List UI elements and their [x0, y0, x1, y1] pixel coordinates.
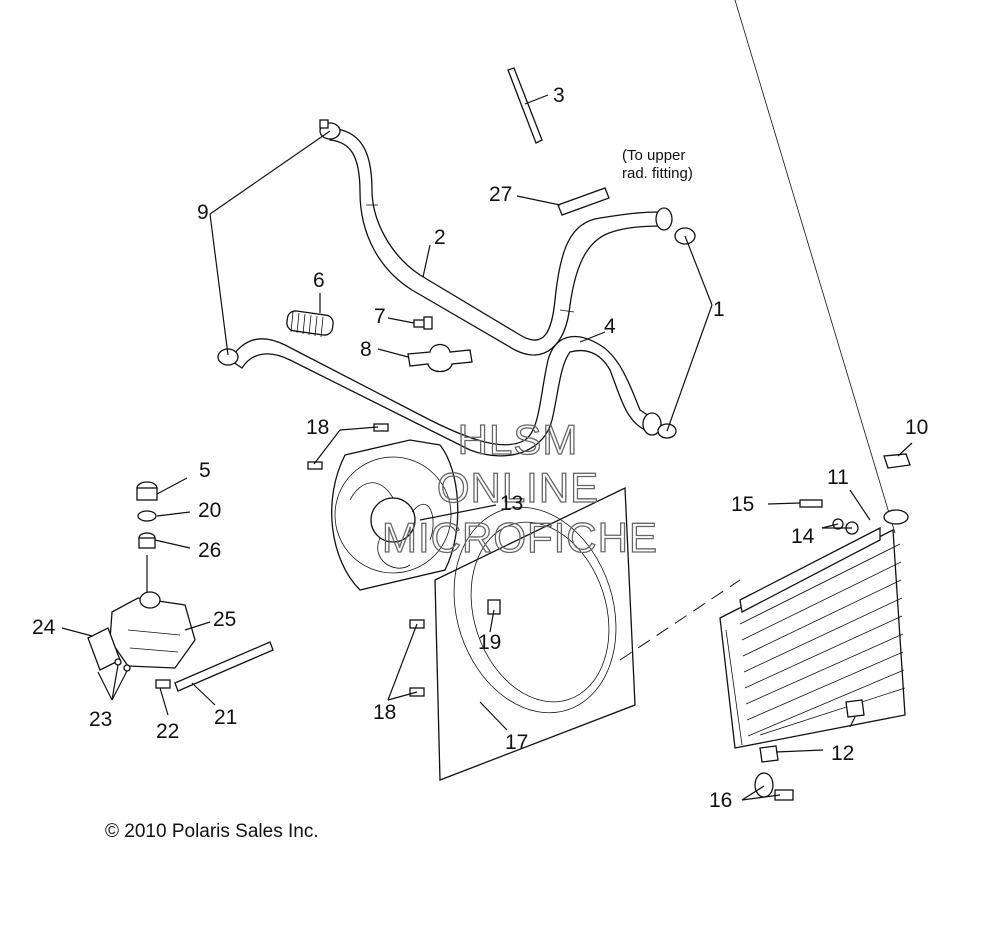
note-line-2: rad. fitting): [622, 165, 693, 182]
watermark-line-2: ONLINE: [437, 464, 599, 511]
reservoir-cap-5: [136, 481, 158, 501]
callout-7: 7: [374, 305, 386, 328]
callout-10: 10: [905, 416, 928, 439]
callout-4: 4: [604, 315, 616, 338]
callout-13: 13: [500, 492, 523, 515]
radiator-cap-10: [883, 453, 911, 469]
fitting-22: [155, 679, 171, 689]
filler-neck: [883, 509, 909, 525]
grommet-12: [759, 699, 865, 763]
copyright-text: © 2010 Polaris Sales Inc.: [105, 821, 319, 842]
fitting-14: [832, 518, 859, 535]
callout-16: 16: [709, 789, 732, 812]
callout-20: 20: [198, 499, 221, 522]
bracket-8: [407, 343, 473, 373]
callout-25: 25: [213, 608, 236, 631]
sleeve-6: [286, 310, 334, 338]
hose-end-upper-right: [655, 207, 696, 245]
callout-19: 19: [478, 631, 501, 654]
hose-4: [229, 336, 653, 457]
callout-2: 2: [434, 226, 446, 249]
hose-clamp-9-bottom: [217, 348, 239, 366]
callout-17: 17: [505, 731, 528, 754]
callout-3: 3: [553, 84, 565, 107]
callout-22: 22: [156, 720, 179, 743]
leader-lines: [61, 94, 913, 801]
fan-assembly-13: [307, 423, 459, 591]
callout-26: 26: [198, 539, 221, 562]
hose-21: [174, 641, 274, 692]
bolt-7: [413, 316, 433, 330]
callout-21: 21: [214, 706, 237, 729]
hose-clamp-1-bottom: [642, 412, 677, 439]
callout-11: 11: [827, 466, 849, 489]
reservoir-25: [109, 591, 196, 669]
watermark: HLSM ONLINE MICROFICHE: [381, 415, 658, 561]
hardware-23: [114, 658, 131, 672]
upper-rad-note: (To upper rad. fitting): [622, 147, 693, 182]
callout-labels: 1 2 3 4 5 6 7 8 9 10 11 12 13 14 15 16 1…: [32, 84, 928, 812]
callout-9: 9: [197, 201, 209, 224]
callout-18-bottom: 18: [373, 701, 396, 724]
callout-12: 12: [831, 742, 854, 765]
callout-14: 14: [791, 525, 815, 548]
callout-24: 24: [32, 616, 56, 639]
adapter-26: [138, 532, 156, 549]
callout-8: 8: [360, 338, 372, 361]
radiator: [719, 0, 906, 749]
callout-5: 5: [199, 459, 211, 482]
bolt-15: [799, 499, 823, 508]
tie-strap-3: [507, 67, 543, 144]
watermark-line-1: HLSM: [458, 416, 579, 463]
callout-1: 1: [713, 298, 725, 321]
callout-15: 15: [731, 493, 754, 516]
callout-27: 27: [489, 183, 512, 206]
gasket-20: [137, 510, 157, 522]
callout-23: 23: [89, 708, 112, 731]
note-line-1: (To upper: [622, 147, 685, 164]
callout-18-top: 18: [306, 416, 329, 439]
alignment-line: [619, 579, 741, 661]
callout-6: 6: [313, 269, 325, 292]
pad-27: [557, 187, 610, 216]
watermark-line-3: MICROFICHE: [382, 514, 658, 561]
